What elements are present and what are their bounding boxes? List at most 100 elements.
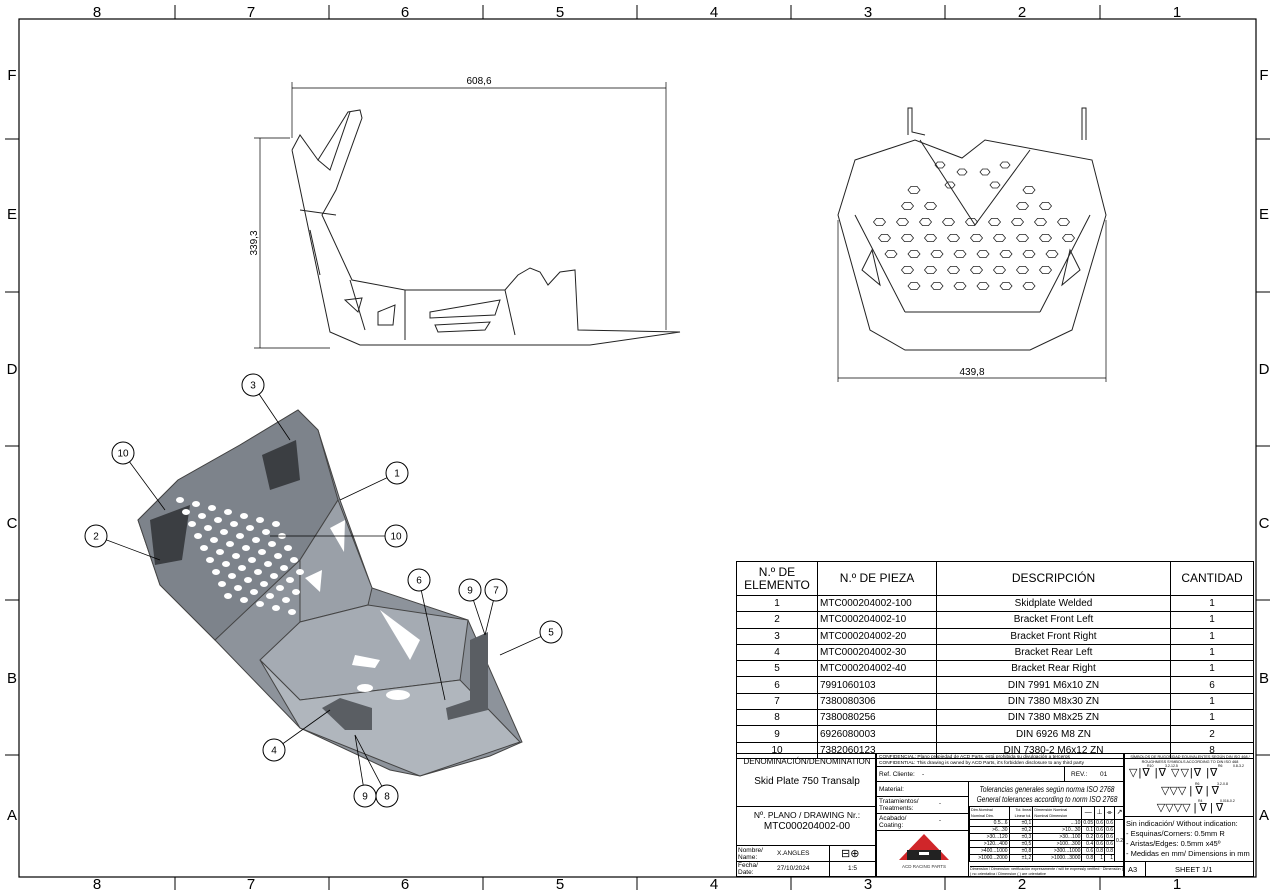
hole [208, 505, 216, 511]
hole [976, 281, 990, 291]
hole [907, 185, 921, 195]
ref-value: - [922, 771, 925, 778]
hole [895, 217, 910, 227]
hole [280, 565, 288, 571]
balloon-number: 6 [416, 576, 422, 587]
balloon: 9 [353, 734, 377, 808]
reference-box: Ref. Cliente: - REV.: 01 [876, 766, 1124, 782]
hole [270, 573, 278, 579]
hole [260, 581, 268, 587]
dimension-front-width: 439,8 [959, 367, 984, 378]
drawing-number-box: Nº. PLANO / DRAWING Nr.: MTC000204002-00 [736, 806, 876, 846]
bom-cell-description: Bracket Rear Left [936, 643, 1171, 662]
hole [946, 233, 961, 243]
hole [216, 549, 224, 555]
tolerance-es: Tolerancias generales según norma ISO 27… [979, 784, 1115, 794]
hole [212, 569, 220, 575]
bom-cell-description: DIN 7991 M6x10 ZN [936, 676, 1171, 694]
denomination-label: DENOMINACIÓN/DENOMINATION [743, 757, 871, 766]
bom-cell-description: Bracket Front Right [936, 627, 1171, 645]
hole [292, 589, 300, 595]
hole [290, 557, 298, 563]
bom-cell-element-number: 9 [736, 725, 818, 743]
hole [969, 233, 984, 243]
denomination: Skid Plate 750 Transalp [754, 776, 860, 787]
hole [956, 168, 968, 176]
hole [1010, 217, 1025, 227]
hole [1033, 217, 1048, 227]
zone-col-bottom: 6 [401, 876, 409, 893]
ref-label: Ref. Cliente: [879, 771, 915, 778]
bom-cell-part-number: MTC000204002-20 [817, 627, 937, 645]
hole [907, 281, 921, 291]
zone-col-top: 2 [1018, 4, 1026, 21]
note: - Medidas en mm/ Dimensions in mm [1126, 849, 1250, 858]
hole [266, 593, 274, 599]
hole [284, 545, 292, 551]
roughness-symbols-icon: ▽|∇ |∇ ▽▽|∇ |∇ [1129, 767, 1219, 779]
bom-cell-description: DIN 7380 M8x30 ZN [936, 692, 1171, 711]
bom-cell-part-number: 7380080256 [817, 709, 937, 727]
zone-col-bottom: 1 [1173, 876, 1181, 893]
bom-cell-part-number: 7380080306 [817, 692, 937, 711]
treatments-label: Tratamientos/ Treatments: [879, 798, 919, 812]
zone-col-top: 4 [710, 4, 718, 21]
zone-col-top: 5 [556, 4, 564, 21]
hole [268, 541, 276, 547]
hole [979, 168, 991, 176]
hole [934, 161, 946, 169]
author-name: X.ANGLES [777, 850, 810, 857]
hole [1015, 201, 1030, 211]
bom-cell-element-number: 1 [736, 594, 818, 613]
hole [234, 585, 242, 591]
hole [992, 233, 1007, 243]
hole [999, 281, 1013, 291]
bom-cell-element-number: 8 [736, 709, 818, 727]
hole [248, 557, 256, 563]
hole [244, 577, 252, 583]
balloon: 8 [354, 734, 399, 808]
hole [1022, 281, 1036, 291]
hole [254, 569, 262, 575]
hole [976, 249, 990, 259]
hole [296, 569, 304, 575]
bom-cell-part-number: MTC000204002-100 [817, 594, 937, 613]
hole [264, 561, 272, 567]
hole [198, 513, 206, 519]
tolerance-box: Tolerancias generales según norma ISO 27… [968, 781, 1124, 877]
hole [256, 601, 264, 607]
hole [900, 201, 915, 211]
balloon: 7 [484, 578, 508, 636]
bom-cell-quantity: 1 [1170, 611, 1254, 629]
bom-cell-element-number: 3 [736, 627, 818, 645]
zone-col-bottom: 7 [247, 876, 255, 893]
general-notes: Sin indicación/ Without indication: - Es… [1124, 816, 1254, 862]
bom-header-element: N.º DE ELEMENTO [736, 561, 818, 596]
hole [250, 589, 258, 595]
bom-cell-part-number: MTC000204002-40 [817, 660, 937, 678]
dim-note-1: Dimension / Dimension: verificación expr… [970, 867, 1100, 871]
balloon-number: 1 [394, 469, 400, 480]
hole [252, 537, 260, 543]
hole [238, 565, 246, 571]
sheet-number: SHEET 1/1 [1175, 865, 1213, 874]
bom-cell-part-number: MTC000204002-10 [817, 611, 937, 629]
rev-label: REV.: [1071, 771, 1088, 778]
bom-cell-quantity: 2 [1170, 725, 1254, 743]
hole [258, 549, 266, 555]
bom-cell-quantity: 1 [1170, 643, 1254, 662]
hole [953, 249, 967, 259]
bom-cell-description: DIN 6926 M8 ZN [936, 725, 1171, 743]
front-view-holes [872, 161, 1076, 291]
hole [256, 517, 264, 523]
hole [1015, 233, 1030, 243]
sheet-box: A3 SHEET 1/1 [1124, 861, 1254, 877]
confidential-box: CONFIDENCIAL: Plano propiedad de ACD Par… [876, 753, 1124, 767]
zone-row-left: F [7, 67, 16, 84]
drawing-number-label: Nº. PLANO / DRAWING Nr.: [753, 810, 861, 820]
